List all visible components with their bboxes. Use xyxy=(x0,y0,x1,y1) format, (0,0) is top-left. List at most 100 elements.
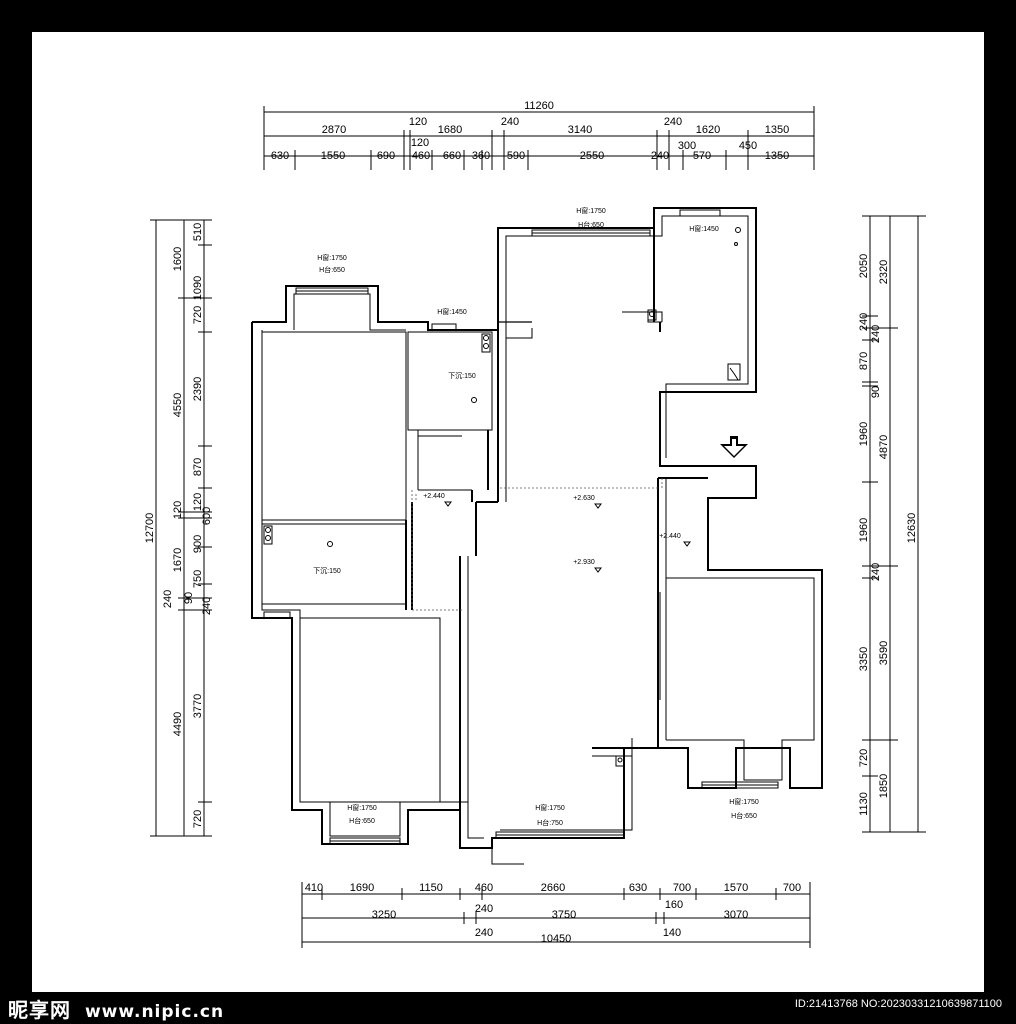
dim-top-r2-3: 240 xyxy=(501,116,519,128)
dim-top-r3-8: 2550 xyxy=(580,150,604,162)
dim-top-r2-5: 240 xyxy=(664,116,682,128)
dim-right-r3-5: 1960 xyxy=(858,422,870,446)
dim-right-r2-3: 1850 xyxy=(878,774,890,798)
watermark-logo: 昵享网 www.nipic.cn xyxy=(8,994,224,1023)
label-top-window-sill: H台:650 xyxy=(578,220,604,229)
label-elev-d: +2.440 xyxy=(659,533,681,540)
dim-bottom-r1-2: 1150 xyxy=(419,882,443,894)
dim-top-r3-9: 240 xyxy=(651,150,669,162)
dim-left-r3-12: 720 xyxy=(192,810,204,828)
dim-right-r3-1: 240 xyxy=(858,313,870,331)
right-dimensions: 12630 2320 4870 3590 1850 2050 240 240 8… xyxy=(858,215,926,833)
label-bed-br-window-sill: H台:650 xyxy=(731,811,757,820)
dim-right-r3-4: 90 xyxy=(870,386,882,398)
dim-right-r2-2: 3590 xyxy=(878,641,890,665)
floor-plan: 11260 2870 120 1680 240 3140 240 1620 13… xyxy=(144,100,926,948)
dim-left-r3-10: 240 xyxy=(201,597,213,615)
dim-bottom-r3-0: 240 xyxy=(475,927,493,939)
dim-right-r3-6: 1960 xyxy=(858,518,870,542)
dim-top-r3-5: 660 xyxy=(443,150,461,162)
dim-left-r3-2: 720 xyxy=(192,306,204,324)
bottom-dimensions: 410 1690 1150 460 2660 630 700 1570 700 … xyxy=(301,882,811,948)
label-bath-window: H窗:1450 xyxy=(689,224,719,233)
fixtures xyxy=(263,227,741,767)
dim-left-r2-3: 1670 xyxy=(172,548,184,572)
dim-bottom-r1-3: 460 xyxy=(475,882,493,894)
openings xyxy=(411,478,663,611)
watermark-url[interactable]: www.nipic.cn xyxy=(84,1002,225,1022)
dim-left-r3-4: 870 xyxy=(192,458,204,476)
label-elev-a: +2.440 xyxy=(423,493,445,500)
dim-bottom-r3-2: 140 xyxy=(663,927,681,939)
dim-left-total: 12700 xyxy=(144,513,156,544)
dim-bottom-r1-7: 1570 xyxy=(724,882,748,894)
entry-arrow-inner xyxy=(724,439,744,456)
dim-left-r3-11: 3770 xyxy=(192,694,204,718)
dim-right-r3-0: 2050 xyxy=(858,254,870,278)
dim-bottom-r2-0: 3250 xyxy=(372,909,396,921)
dim-left-r3-9: 90 xyxy=(183,592,195,604)
label-bath1-drop: 下沉:150 xyxy=(448,372,476,380)
dim-left-r2-5: 4490 xyxy=(172,712,184,736)
dim-top-r3-1: 1550 xyxy=(321,150,345,162)
watermark-id: ID:21413768 NO:20230331210639871100 xyxy=(794,998,1002,1010)
dim-bottom-r2-4: 3070 xyxy=(724,909,748,921)
dim-left-r3-5: 120 xyxy=(192,493,204,511)
dim-right-r2-1: 4870 xyxy=(878,435,890,459)
dim-top-r2-4: 3140 xyxy=(568,124,592,136)
dim-left-r2-0: 1600 xyxy=(172,247,184,271)
dim-bottom-r1-6: 700 xyxy=(673,882,691,894)
watermark-bar: 昵享网 www.nipic.cn ID:21413768 NO:20230331… xyxy=(0,992,1016,1024)
dim-top-r3-11: 570 xyxy=(693,150,711,162)
dim-top-r3-7: 590 xyxy=(507,150,525,162)
label-bath2-drop: 下沉:150 xyxy=(313,567,341,575)
dim-bottom-r1-4: 2660 xyxy=(541,882,565,894)
dim-bottom-r1-5: 630 xyxy=(629,882,647,894)
dim-left-r2-4: 240 xyxy=(162,590,174,608)
dim-left-r2-2: 120 xyxy=(172,501,184,519)
dim-right-total: 12630 xyxy=(906,513,918,544)
dim-left-r3-1: 1090 xyxy=(192,276,204,300)
dim-left-r3-3: 2390 xyxy=(192,377,204,401)
label-bed-bl-window-h: H窗:1750 xyxy=(347,803,377,812)
label-bed-tl-window-sill: H台:650 xyxy=(319,265,345,274)
dim-top-r3-12: 450 xyxy=(739,140,757,152)
label-bed-br-window-h: H窗:1750 xyxy=(729,797,759,806)
dim-right-r2-0: 2320 xyxy=(878,260,890,284)
dim-left-r3-0: 510 xyxy=(192,223,204,241)
dim-right-r3-7: 240 xyxy=(870,563,882,581)
label-kitchen-window: H窗:1450 xyxy=(437,307,467,316)
top-dimensions: 11260 2870 120 1680 240 3140 240 1620 13… xyxy=(263,100,815,170)
dim-right-r3-2: 240 xyxy=(870,325,882,343)
room-labels: H窗:1750 H台:650 H窗:1750 H台:650 H窗:1450 H窗… xyxy=(313,206,759,827)
dim-right-r3-8: 3350 xyxy=(858,647,870,671)
dim-top-r3-2: 690 xyxy=(377,150,395,162)
dim-top-r3-6: 360 xyxy=(472,150,490,162)
dim-bottom-r2-1: 240 xyxy=(475,903,493,915)
dim-bottom-r1-1: 1690 xyxy=(350,882,374,894)
label-top-window-h: H窗:1750 xyxy=(576,206,606,215)
watermark-logo-text: 昵享网 xyxy=(8,998,71,1022)
dim-top-r3-13: 1350 xyxy=(765,150,789,162)
dim-left-r3-6: 600 xyxy=(201,507,213,525)
label-elev-b: +2.630 xyxy=(573,495,595,502)
dim-bottom-r2-2: 3750 xyxy=(552,909,576,921)
windows xyxy=(263,209,779,845)
label-living-window-h: H窗:1750 xyxy=(535,803,565,812)
dim-top-r2-7: 1350 xyxy=(765,124,789,136)
label-bed-tl-window-h: H窗:1750 xyxy=(317,253,347,262)
dim-left-r3-7: 900 xyxy=(192,535,204,553)
dim-bottom-r1-8: 700 xyxy=(783,882,801,894)
dim-right-r3-10: 1130 xyxy=(858,792,870,816)
dim-bottom-r2-3: 160 xyxy=(665,899,683,911)
dim-left-r2-1: 4550 xyxy=(172,393,184,417)
label-living-window-sill: H台:750 xyxy=(537,818,563,827)
dim-left-r3-8: 750 xyxy=(192,570,204,588)
dim-top-r2-0: 2870 xyxy=(322,124,346,136)
dim-top-total: 11260 xyxy=(524,100,554,112)
dim-top-r3-3: 120 xyxy=(411,137,429,149)
dim-bottom-r1-0: 410 xyxy=(305,882,323,894)
left-dimensions: 12700 1600 4550 120 1670 240 4490 510 10… xyxy=(144,219,213,837)
dim-top-r3-10: 300 xyxy=(678,140,696,152)
dim-right-r3-9: 720 xyxy=(858,749,870,767)
